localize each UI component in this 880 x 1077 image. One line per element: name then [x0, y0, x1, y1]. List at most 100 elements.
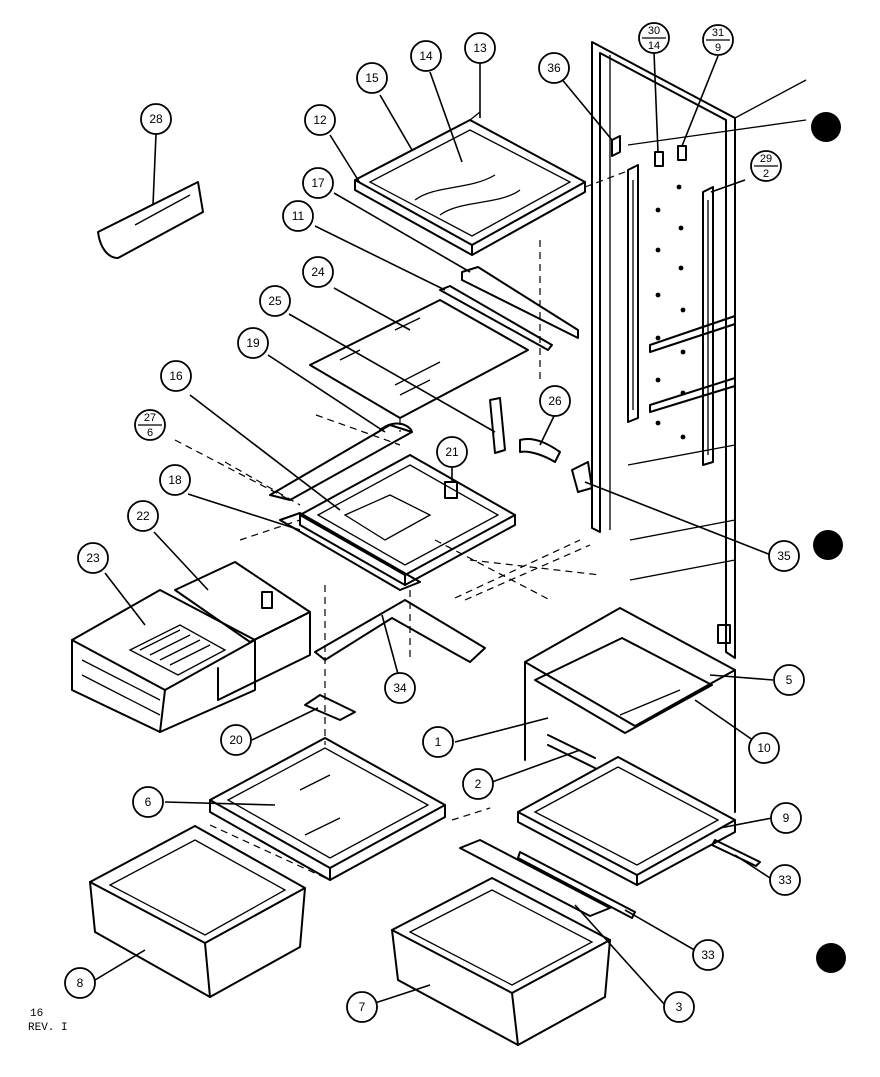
footer-revision: REV. I: [28, 1022, 68, 1034]
callout-28: 28: [140, 103, 172, 135]
fraction-callout-31-9: 319: [702, 24, 734, 56]
frame-19: [269, 422, 413, 501]
callout-14: 14: [410, 40, 442, 72]
callout-6: 6: [132, 786, 164, 818]
callout-circle: [410, 40, 442, 72]
callout-label: 13: [473, 41, 487, 55]
callout-2: 2: [462, 768, 494, 800]
callout-circle: [220, 724, 252, 756]
callout-label: 25: [268, 294, 282, 308]
callout-circle: [282, 200, 314, 232]
callout-label: 1: [435, 735, 442, 749]
callout-circle: [302, 167, 334, 199]
callout-label: 12: [313, 113, 327, 127]
callout-label: 34: [393, 681, 407, 695]
callout-17: 17: [302, 167, 334, 199]
callout-18: 18: [159, 464, 191, 496]
footer-page-number: 16: [30, 1008, 43, 1020]
crisper-drawer-7: [391, 877, 611, 1046]
callout-label: 18: [168, 473, 182, 487]
callout-label: 26: [548, 394, 562, 408]
crisper-drawer-23: [71, 589, 256, 733]
callout-circle: [259, 285, 291, 317]
callout-34: 34: [384, 672, 416, 704]
callout-layer: 2815141312171124251916212618222334203536…: [64, 32, 805, 1023]
callout-circle: [769, 864, 801, 896]
shelf-rails-11-17: [439, 266, 579, 351]
crisper-housing-5: [524, 607, 736, 813]
callout-7: 7: [346, 991, 378, 1023]
callout-circle: [127, 500, 159, 532]
callout-35: 35: [768, 540, 800, 572]
fraction-bottom: 9: [715, 42, 721, 54]
fraction-bottom: 2: [763, 168, 769, 180]
callout-16: 16: [160, 360, 192, 392]
crisper-cover-assembly: [279, 454, 516, 591]
part-28-door-bin: [97, 181, 204, 259]
callout-label: 17: [311, 176, 325, 190]
callout-33: 33: [769, 864, 801, 896]
crisper-cover-6: [209, 737, 446, 881]
part-30-clip: [654, 151, 664, 167]
part-33-rail-b: [517, 851, 636, 919]
callout-circle: [140, 103, 172, 135]
part-20: [304, 694, 356, 721]
callout-15: 15: [356, 62, 388, 94]
callout-9: 9: [770, 802, 802, 834]
top-glass-shelf: [354, 111, 626, 256]
callout-label: 24: [311, 265, 325, 279]
crisper-drawer-8: [89, 825, 306, 998]
callout-label: 7: [359, 1000, 366, 1014]
callout-label: 5: [786, 673, 793, 687]
callout-circle: [237, 327, 269, 359]
callout-19: 19: [237, 327, 269, 359]
callout-circle: [748, 732, 780, 764]
callout-label: 9: [783, 811, 790, 825]
callout-circle: [160, 360, 192, 392]
registration-dot-top: [811, 112, 841, 142]
callout-circle: [384, 672, 416, 704]
callout-circle: [302, 256, 334, 288]
callout-23: 23: [77, 542, 109, 574]
callout-circle: [462, 768, 494, 800]
part-35: [571, 461, 593, 493]
bracket-34: [314, 599, 486, 663]
fraction-top: 29: [760, 153, 772, 165]
callout-circle: [768, 540, 800, 572]
callout-label: 11: [292, 209, 305, 223]
callout-circle: [422, 726, 454, 758]
callout-8: 8: [64, 967, 96, 999]
callout-10: 10: [748, 732, 780, 764]
callout-label: 36: [547, 61, 561, 75]
fraction-bottom: 6: [147, 427, 153, 439]
callout-label: 20: [229, 733, 243, 747]
callout-label: 22: [136, 509, 150, 523]
callout-circle: [773, 664, 805, 696]
callout-circle: [77, 542, 109, 574]
callout-circle: [663, 991, 695, 1023]
callout-label: 35: [777, 549, 791, 563]
callout-label: 15: [365, 71, 379, 85]
callout-circle: [539, 385, 571, 417]
liner-holes: [655, 184, 686, 440]
callout-circle: [64, 967, 96, 999]
shelf-ladder-left: [627, 164, 736, 423]
crisper-drawer-22: [174, 561, 311, 701]
callout-13: 13: [464, 32, 496, 64]
callout-label: 23: [86, 551, 100, 565]
callout-label: 16: [169, 369, 183, 383]
registration-dot-middle: [813, 530, 843, 560]
callout-22: 22: [127, 500, 159, 532]
callout-circle: [770, 802, 802, 834]
callout-label: 19: [246, 336, 260, 350]
callout-5: 5: [773, 664, 805, 696]
callout-circle: [692, 939, 724, 971]
fraction-top: 30: [648, 25, 660, 37]
glass-panel-24: [309, 240, 541, 432]
callout-1: 1: [422, 726, 454, 758]
callout-circle: [304, 104, 336, 136]
callout-label: 14: [419, 49, 433, 63]
